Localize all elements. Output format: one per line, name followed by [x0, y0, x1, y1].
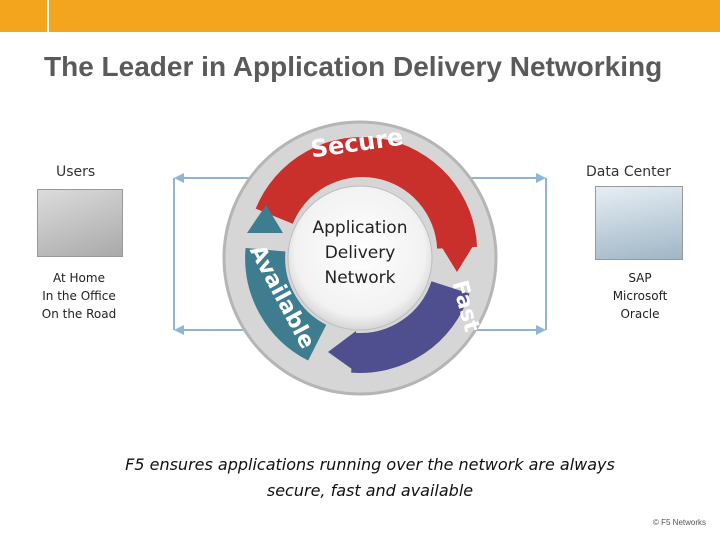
arrowhead-fast — [328, 331, 356, 372]
application-microsoft: Microsoft — [612, 289, 668, 303]
data-center-label: Data Center — [586, 164, 671, 180]
application-oracle: Oracle — [620, 307, 660, 321]
application-sap: SAP — [628, 271, 652, 285]
connection-lines — [173, 173, 547, 335]
ring-arrowheads — [247, 205, 473, 372]
user-locations-list: At Home In the Office On the Road — [24, 269, 134, 323]
ring-segments — [245, 137, 478, 373]
user-location-office: In the Office — [42, 289, 116, 303]
users-photo — [37, 189, 123, 257]
user-location-road: On the Road — [41, 307, 117, 321]
ring-segment-fast — [351, 280, 470, 373]
ring-hub — [287, 185, 433, 331]
top-accent-bar — [0, 0, 720, 32]
center-line-application: Application — [312, 218, 408, 238]
applications-list: SAP Microsoft Oracle — [585, 269, 695, 323]
ring-segment-available — [245, 247, 327, 361]
center-line-network: Network — [324, 268, 396, 288]
top-bar-divider — [47, 0, 49, 32]
center-line-delivery: Delivery — [324, 243, 396, 263]
tagline-line-1: F5 ensures applications running over the… — [125, 455, 615, 474]
users-label: Users — [56, 164, 96, 180]
center-hub-text: Application Delivery Network — [290, 216, 430, 291]
tagline-line-2: secure, fast and available — [266, 481, 474, 500]
arrowhead-available — [247, 205, 283, 233]
arrowhead-secure — [441, 246, 473, 272]
copyright-notice: © F5 Networks — [652, 518, 706, 527]
slide-title: The Leader in Application Delivery Netwo… — [44, 51, 663, 82]
tagline: F5 ensures applications running over the… — [90, 452, 650, 504]
ring-segment-secure — [255, 137, 478, 250]
user-location-home: At Home — [53, 271, 105, 285]
data-center-photo — [595, 186, 683, 260]
